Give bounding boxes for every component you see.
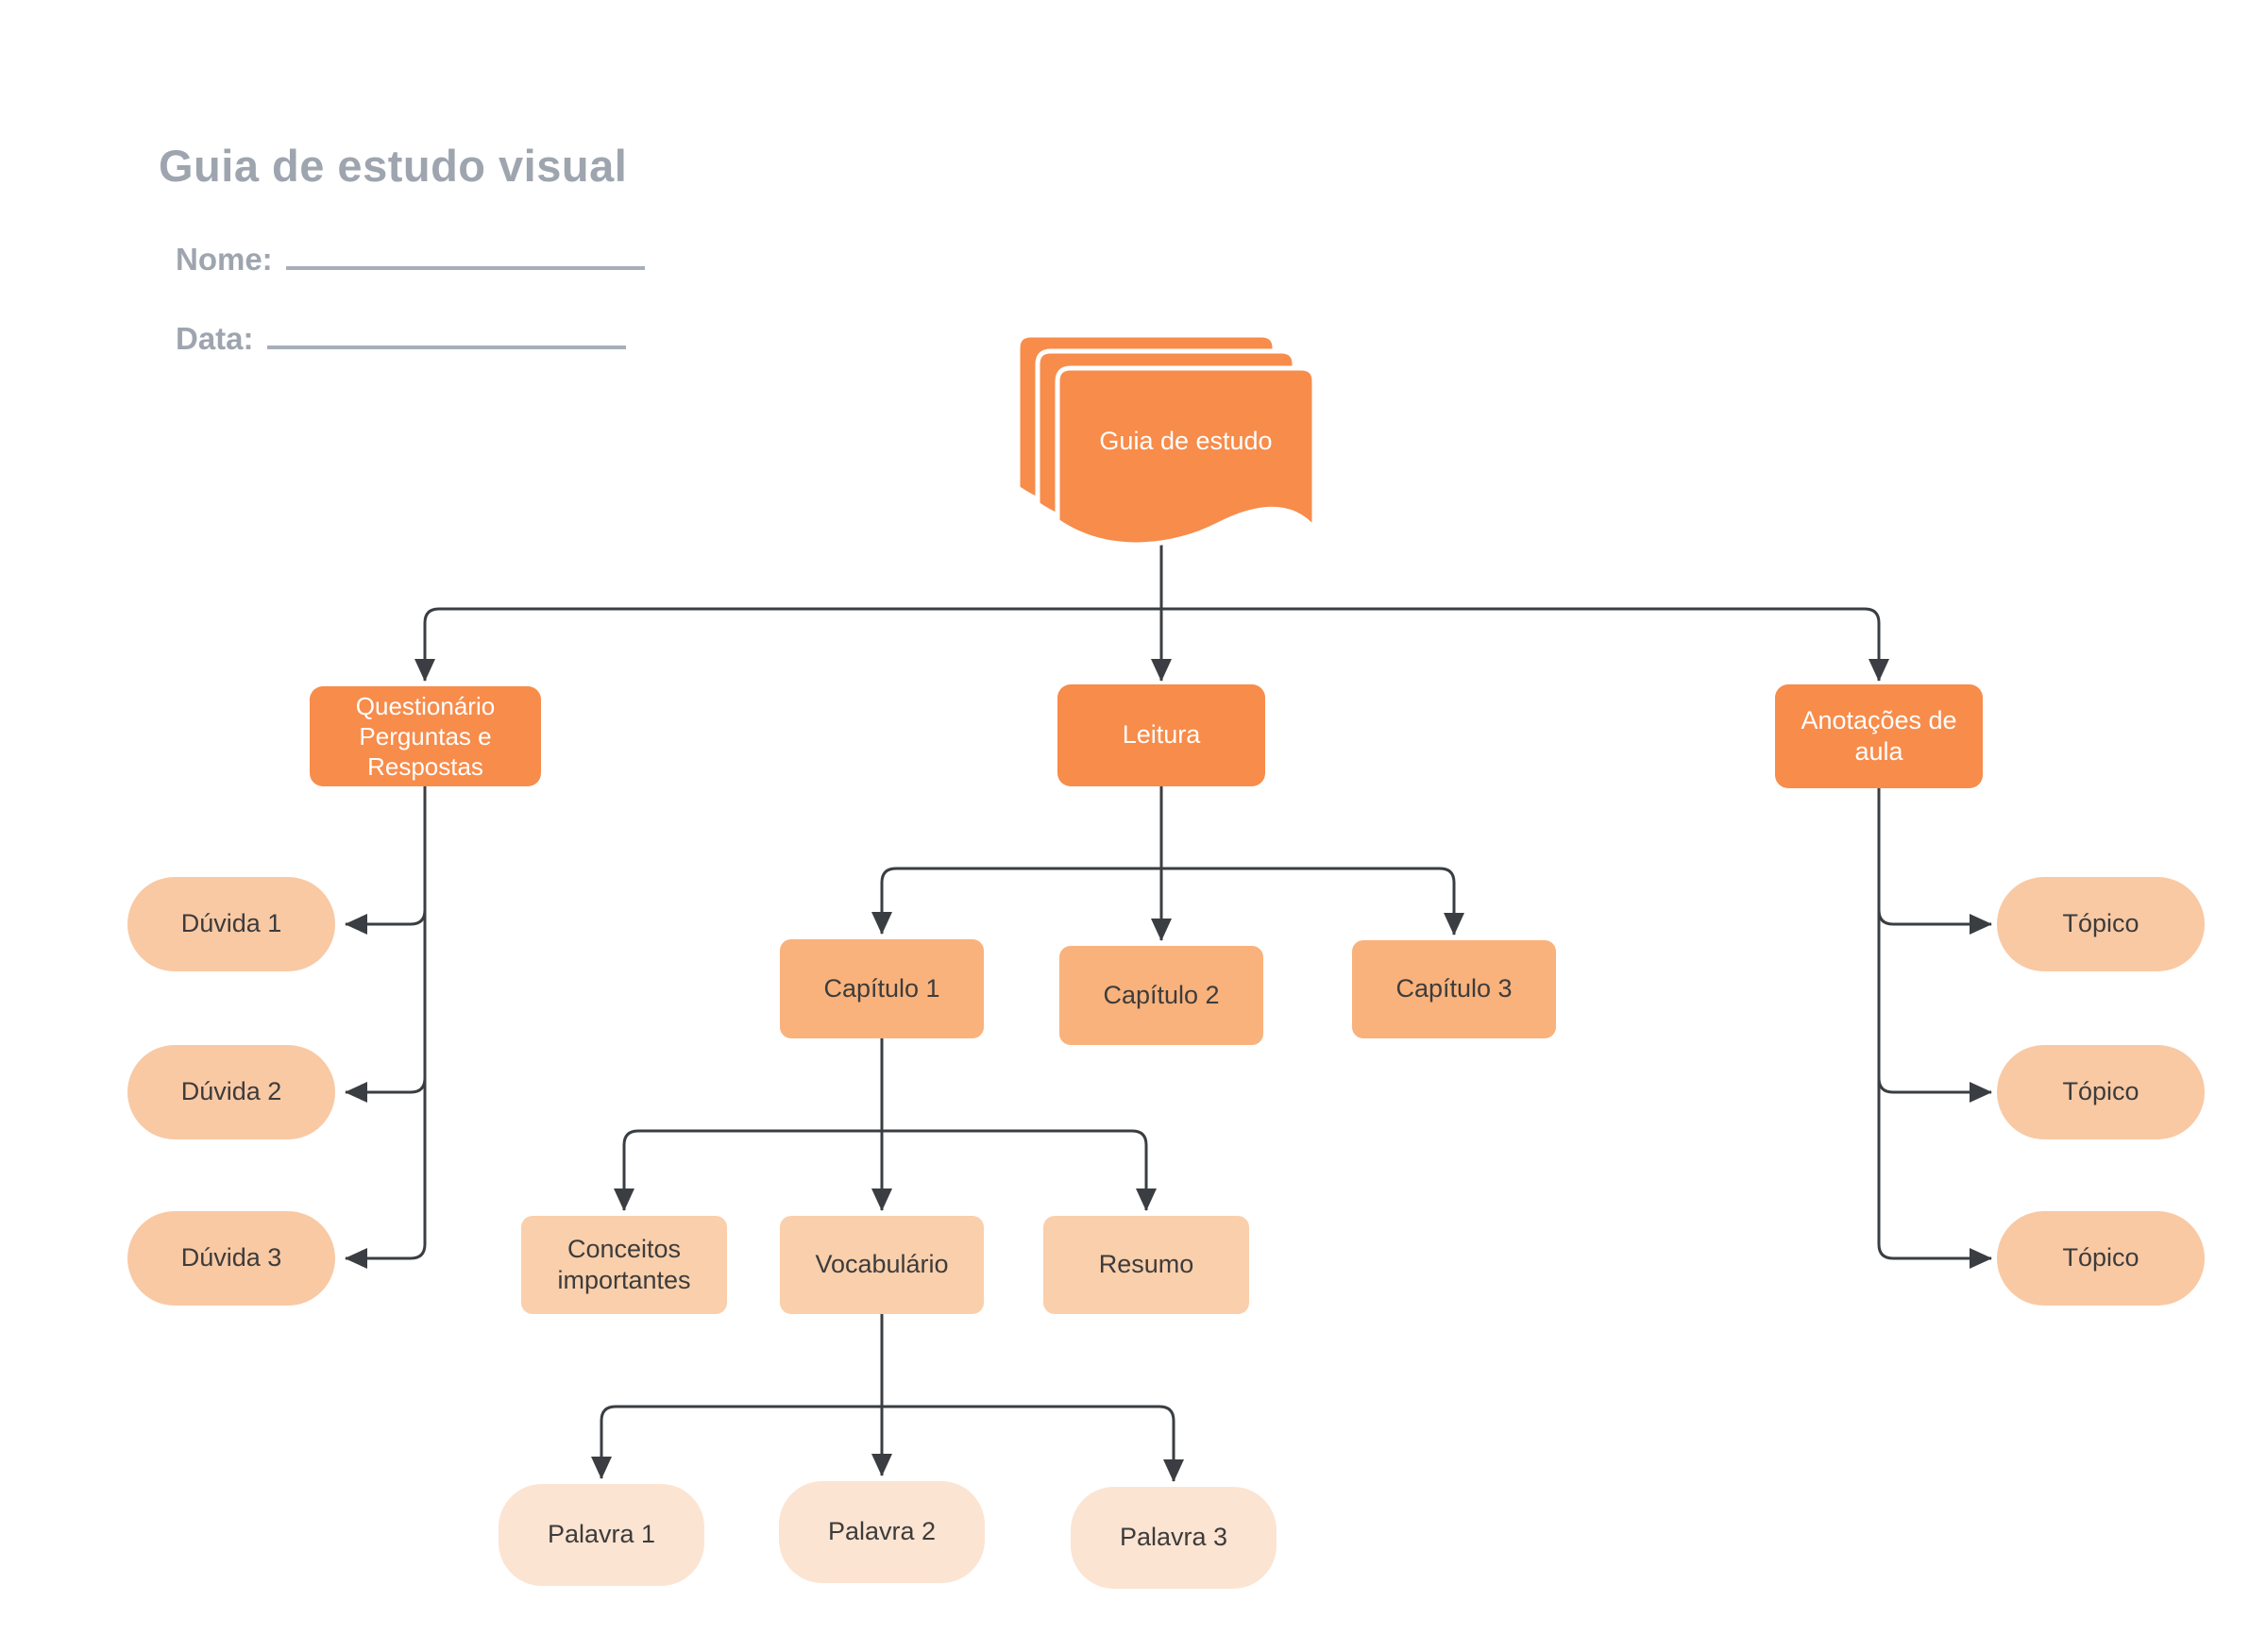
node-conceitos-importantes: Conceitos importantes: [521, 1216, 727, 1314]
capitulo-2-label: Capítulo 2: [1103, 980, 1220, 1009]
capitulo-3-label: Capítulo 3: [1395, 974, 1513, 1003]
node-questionario: Questionário Perguntas e Respostas: [310, 686, 541, 786]
wire-to-capitulo-3: [1161, 867, 1464, 936]
node-capitulo-3: Capítulo 3: [1352, 940, 1556, 1038]
palavra-3-label: Palavra 3: [1119, 1523, 1228, 1552]
wire-to-anotacoes: [1161, 607, 1889, 682]
wire-to-palavra-3: [882, 1405, 1184, 1482]
node-topico-3: Tópico: [1997, 1211, 2205, 1306]
duvida-2-label: Dúvida 2: [180, 1077, 282, 1106]
node-palavra-2: Palavra 2: [779, 1481, 985, 1583]
wire-to-duvida-1: [345, 786, 427, 935]
node-duvida-3: Dúvida 3: [127, 1211, 335, 1306]
wire-to-palavra-1: [591, 1405, 882, 1479]
wire-to-conceitos: [614, 1129, 882, 1211]
node-palavra-1: Palavra 1: [499, 1484, 704, 1586]
topico-2-label: Tópico: [2062, 1077, 2139, 1106]
wire-to-topico-1: [1877, 788, 1992, 935]
node-leitura: Leitura: [1057, 684, 1265, 786]
leitura-label: Leitura: [1122, 720, 1201, 750]
name-field-label: Nome:: [176, 242, 273, 277]
node-capitulo-1: Capítulo 1: [780, 939, 984, 1038]
node-guia-de-estudo: Guia de estudo: [1015, 332, 1317, 559]
wire-to-questionario: [414, 607, 1161, 682]
node-capitulo-2: Capítulo 2: [1059, 946, 1263, 1045]
page-title: Guia de estudo visual: [159, 141, 628, 191]
wire-to-capitulo-1: [871, 867, 1161, 935]
node-duvida-2: Dúvida 2: [127, 1045, 335, 1139]
vocabulario-label: Vocabulário: [815, 1250, 949, 1279]
node-resumo: Resumo: [1043, 1216, 1249, 1314]
date-field: Data:: [176, 317, 626, 357]
duvida-3-label: Dúvida 3: [180, 1243, 282, 1273]
wire-to-topico-3: [1877, 788, 1992, 1269]
node-topico-1: Tópico: [1997, 877, 2205, 971]
node-duvida-1: Dúvida 1: [127, 877, 335, 971]
topico-3-label: Tópico: [2062, 1243, 2139, 1273]
node-topico-2: Tópico: [1997, 1045, 2205, 1139]
date-field-label: Data:: [176, 321, 254, 356]
topico-1-label: Tópico: [2062, 909, 2139, 938]
wire-to-duvida-2: [345, 786, 427, 1103]
palavra-1-label: Palavra 1: [547, 1520, 656, 1549]
date-field-line: [266, 317, 626, 349]
node-vocabulario: Vocabulário: [780, 1216, 984, 1314]
wire-to-duvida-3: [345, 786, 427, 1269]
anotacoes-label: Anotações de aula: [1801, 705, 1957, 766]
duvida-1-label: Dúvida 1: [180, 909, 282, 938]
node-palavra-3: Palavra 3: [1071, 1487, 1277, 1589]
capitulo-1-label: Capítulo 1: [823, 973, 940, 1003]
palavra-2-label: Palavra 2: [827, 1517, 937, 1546]
document-stack-icon: [1015, 332, 1317, 548]
wire-to-topico-2: [1877, 788, 1992, 1103]
questionario-label: Questionário Perguntas e Respostas: [355, 691, 496, 782]
root-node-label: Guia de estudo: [1099, 426, 1273, 455]
name-field-line: [285, 238, 645, 270]
conceitos-label: Conceitos importantes: [557, 1234, 691, 1294]
wire-to-resumo: [882, 1129, 1157, 1211]
resumo-label: Resumo: [1098, 1250, 1194, 1279]
name-field: Nome:: [176, 238, 645, 278]
node-anotacoes-de-aula: Anotações de aula: [1775, 684, 1983, 788]
